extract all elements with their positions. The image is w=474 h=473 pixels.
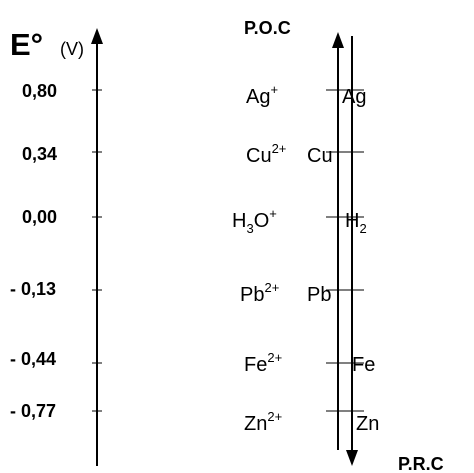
tick-label: - 0,77	[10, 401, 56, 421]
oxidant-species: Fe2+	[244, 350, 282, 376]
tick-label: - 0,13	[10, 279, 56, 299]
reductant-arrow-head	[346, 450, 358, 466]
oxidant-species: Pb2+	[240, 280, 279, 306]
potential-axis-arrowhead	[91, 28, 103, 44]
axis-unit: (V)	[60, 39, 84, 59]
reductant-species: Fe	[352, 354, 375, 376]
oxidant-species: Ag+	[246, 82, 278, 108]
reductant-species: Cu	[307, 145, 333, 167]
reductant-species: Ag	[342, 86, 366, 108]
oxidant-arrow-head	[332, 32, 344, 48]
reductant-species: Pb	[307, 284, 331, 306]
tick-label: 0,00	[22, 207, 57, 227]
tick-label: - 0,44	[10, 349, 56, 369]
tick-label: 0,34	[22, 144, 57, 164]
reductant-species: Zn	[356, 413, 379, 435]
oxidant-power-label: P.O.C	[244, 18, 291, 38]
axis-symbol: E°	[10, 27, 43, 62]
redox-couples: Ag+ Ag Cu2+ Cu H3O+ H2 Pb2+ Pb Fe2+	[232, 82, 379, 435]
oxidant-species: Zn2+	[244, 409, 282, 435]
oxidant-species: Cu2+	[246, 141, 286, 167]
redox-arrows: P.O.C P.R.C	[244, 18, 444, 473]
reductant-species: H2	[345, 210, 367, 236]
reductant-power-label: P.R.C	[398, 454, 444, 473]
potential-axis: E° (V) 0,80 0,34 0,00 - 0,13 - 0,44 - 0,…	[10, 27, 103, 466]
oxidant-species: H3O+	[232, 206, 277, 236]
tick-label: 0,80	[22, 81, 57, 101]
